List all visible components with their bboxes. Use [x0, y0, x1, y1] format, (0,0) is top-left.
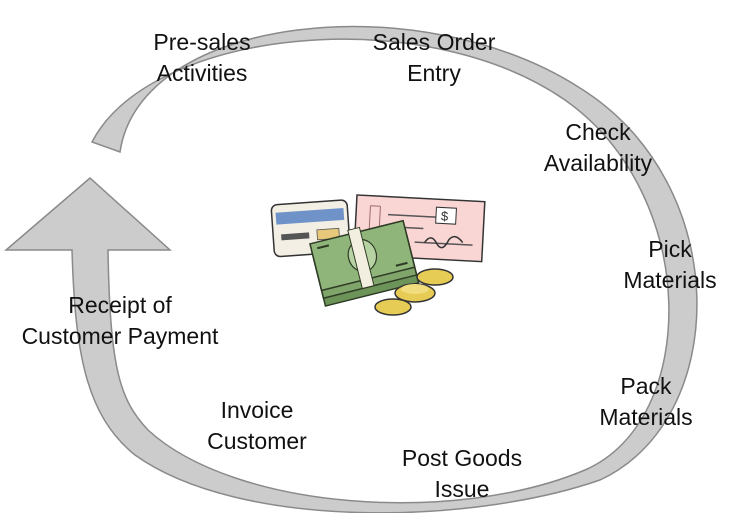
- money-payment-icon: $: [270, 194, 486, 316]
- step-label-line: Receipt of: [68, 292, 172, 318]
- step-invoice-customer: Invoice Customer: [190, 395, 324, 457]
- step-post-goods-issue: Post Goods Issue: [382, 443, 542, 505]
- coins-icon: [374, 268, 454, 316]
- step-label-line: Materials: [623, 267, 717, 293]
- cycle-arrow-shape: [3, 25, 698, 513]
- step-label-line: Customer Payment: [21, 323, 219, 349]
- dollar-bills-icon: [309, 219, 420, 307]
- step-check-availability: Check Availability: [526, 117, 670, 179]
- step-pack-materials: Pack Materials: [580, 371, 712, 433]
- step-label-line: Sales Order: [372, 29, 496, 55]
- step-label-line: Pick: [648, 236, 692, 262]
- step-label-line: Issue: [434, 476, 490, 502]
- step-label-line: Customer: [207, 428, 307, 454]
- step-pre-sales-activities: Pre-sales Activities: [132, 27, 272, 89]
- cheque-dollar-sign: $: [441, 208, 450, 223]
- step-label-line: Availability: [543, 150, 653, 176]
- step-label-line: Invoice: [220, 397, 294, 423]
- step-label-line: Activities: [156, 60, 248, 86]
- step-receipt-of-customer-payment: Receipt of Customer Payment: [2, 290, 238, 352]
- step-label-line: Pack: [620, 373, 672, 399]
- step-label-line: Post Goods: [401, 445, 523, 471]
- step-sales-order-entry: Sales Order Entry: [352, 27, 516, 89]
- step-label-line: Pre-sales: [153, 29, 251, 55]
- step-label-line: Materials: [599, 404, 693, 430]
- step-label-line: Entry: [407, 60, 461, 86]
- step-label-line: Check: [565, 119, 631, 145]
- step-pick-materials: Pick Materials: [604, 234, 736, 296]
